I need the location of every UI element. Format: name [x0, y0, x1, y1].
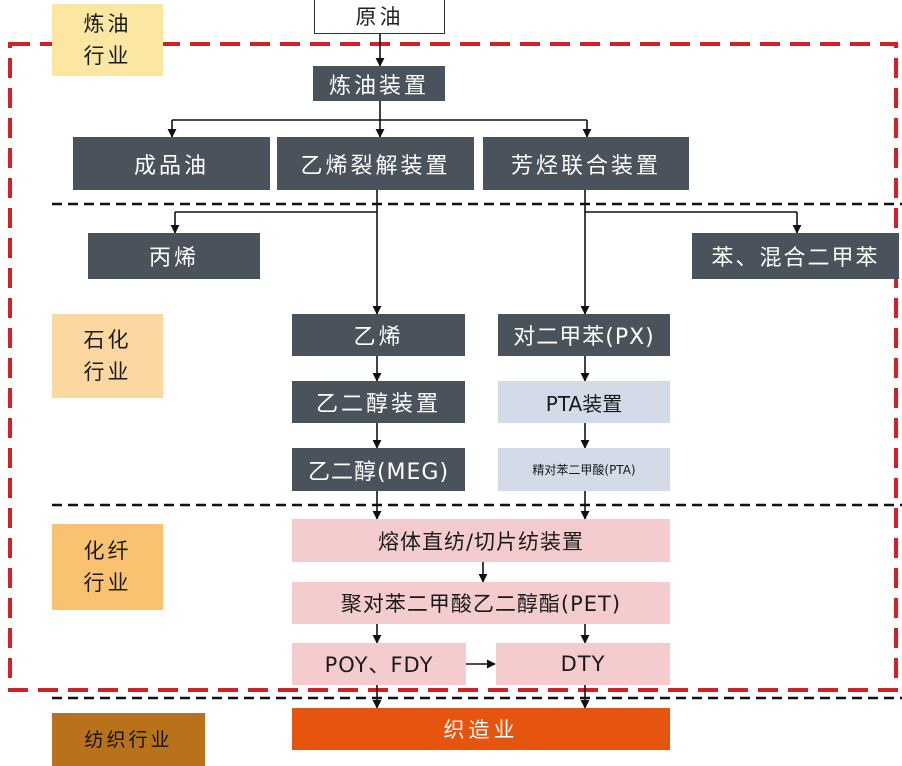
- node-pta-unit: PTA装置: [498, 381, 670, 423]
- node-refinery-unit: 炼油装置: [313, 66, 445, 101]
- node-dty: DTY: [496, 643, 670, 685]
- node-meg-unit: 乙二醇装置: [292, 381, 465, 423]
- node-refined-oil: 成品油: [73, 137, 270, 190]
- node-poy-fdy: POY、FDY: [292, 643, 466, 685]
- node-pet: 聚对苯二甲酸乙二醇酯(PET): [292, 582, 670, 624]
- node-ethylene: 乙烯: [292, 314, 465, 356]
- sector-chemical-fiber: 化纤 行业: [52, 524, 163, 610]
- node-melt-spinning: 熔体直纺/切片纺装置: [292, 519, 670, 562]
- sector-refining: 炼油 行业: [52, 4, 163, 76]
- node-ethylene-cracker: 乙烯裂解装置: [277, 137, 474, 190]
- sector-textile: 纺织行业: [52, 713, 205, 766]
- sector-petrochemical: 石化 行业: [52, 314, 163, 398]
- node-pta: 精对苯二甲酸(PTA): [498, 448, 670, 491]
- refining-petrochem-fiber-boundary: [8, 42, 898, 692]
- node-meg: 乙二醇(MEG): [292, 448, 465, 491]
- node-propylene: 丙烯: [88, 233, 260, 279]
- node-crude-oil: 原油: [314, 0, 445, 34]
- node-px: 对二甲苯(PX): [498, 314, 670, 356]
- node-benzene-mixed-xylene: 苯、混合二甲苯: [692, 233, 899, 279]
- node-weaving: 织造业: [292, 708, 670, 750]
- node-aromatics-complex: 芳烃联合装置: [483, 137, 689, 190]
